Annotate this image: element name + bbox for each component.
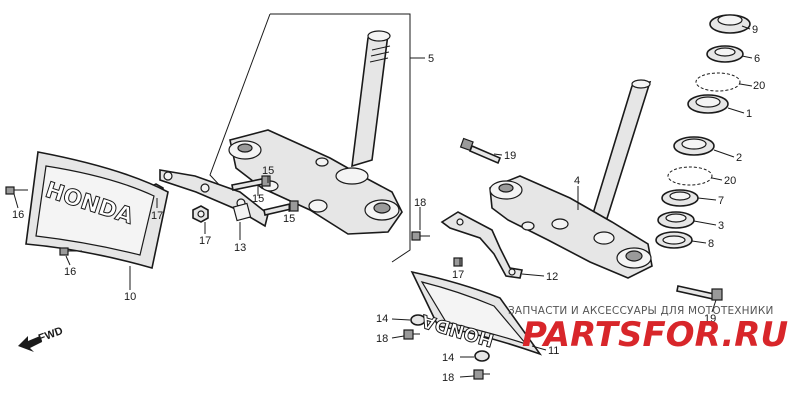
grommet-14-set bbox=[410, 314, 490, 362]
bolt-18-set bbox=[403, 231, 490, 380]
forward-arrow-icon bbox=[18, 336, 42, 352]
callout-9: 9 bbox=[752, 24, 758, 36]
callout-13: 13 bbox=[234, 242, 246, 254]
callout-17-b: 17 bbox=[199, 235, 211, 247]
callout-4: 4 bbox=[574, 175, 580, 187]
callout-14-left: 14 bbox=[376, 313, 388, 325]
bolt-19-upper bbox=[459, 137, 502, 165]
fwd-label: FWD bbox=[37, 325, 65, 345]
bolt-15-set bbox=[231, 175, 299, 216]
callout-16-upper: 16 bbox=[12, 209, 24, 221]
callout-18-upper: 18 bbox=[414, 197, 426, 209]
watermark-logo: PARTSFOR.RU bbox=[522, 315, 788, 355]
callout-16-lower: 16 bbox=[64, 266, 76, 278]
callout-19-upper: 19 bbox=[504, 150, 516, 162]
callout-3: 3 bbox=[718, 220, 724, 232]
callout-5: 5 bbox=[428, 53, 434, 65]
cable-bracket-12 bbox=[440, 211, 523, 279]
callout-15-a: 15 bbox=[252, 193, 264, 205]
callout-7: 7 bbox=[718, 195, 724, 207]
bracket-part bbox=[159, 169, 269, 228]
callout-17-right: 17 bbox=[452, 269, 464, 281]
stem-bridge-part-4 bbox=[489, 79, 653, 279]
callout-1: 1 bbox=[746, 108, 752, 120]
callout-15-b: 15 bbox=[262, 165, 274, 177]
front-emblem-plate: HONDA bbox=[25, 151, 169, 270]
callout-19-lower: 19 bbox=[704, 313, 716, 325]
callout-15-c: 15 bbox=[283, 213, 295, 225]
callout-labels: 9 6 20 1 2 20 7 3 8 4 19 5 12 11 13 10 1… bbox=[12, 24, 765, 384]
screw-16-set bbox=[5, 186, 82, 256]
callout-18-mid: 18 bbox=[376, 333, 388, 345]
watermark: ЗАПЧАСТИ И АКСЕССУАРЫ ДЛЯ МОТОТЕХНИКИ PA… bbox=[508, 305, 788, 355]
callout-11: 11 bbox=[548, 345, 559, 357]
callout-8: 8 bbox=[708, 238, 714, 250]
callout-20-lower: 20 bbox=[724, 175, 736, 187]
callout-18-lower: 18 bbox=[442, 372, 454, 384]
callout-6: 6 bbox=[754, 53, 760, 65]
bolt-19-lower bbox=[676, 285, 723, 301]
callout-10: 10 bbox=[124, 291, 136, 303]
callout-14-right: 14 bbox=[442, 352, 454, 364]
callout-12: 12 bbox=[546, 271, 558, 283]
bearing-stack bbox=[655, 14, 751, 249]
forward-direction-indicator: FWD bbox=[18, 325, 65, 352]
callout-2: 2 bbox=[736, 152, 742, 164]
callout-17-a: 17 bbox=[151, 210, 163, 222]
callout-20-upper: 20 bbox=[753, 80, 765, 92]
steering-stem-assembly bbox=[228, 30, 403, 235]
leader-lines bbox=[13, 25, 753, 378]
watermark-tagline: ЗАПЧАСТИ И АКСЕССУАРЫ ДЛЯ МОТОТЕХНИКИ bbox=[508, 305, 774, 317]
